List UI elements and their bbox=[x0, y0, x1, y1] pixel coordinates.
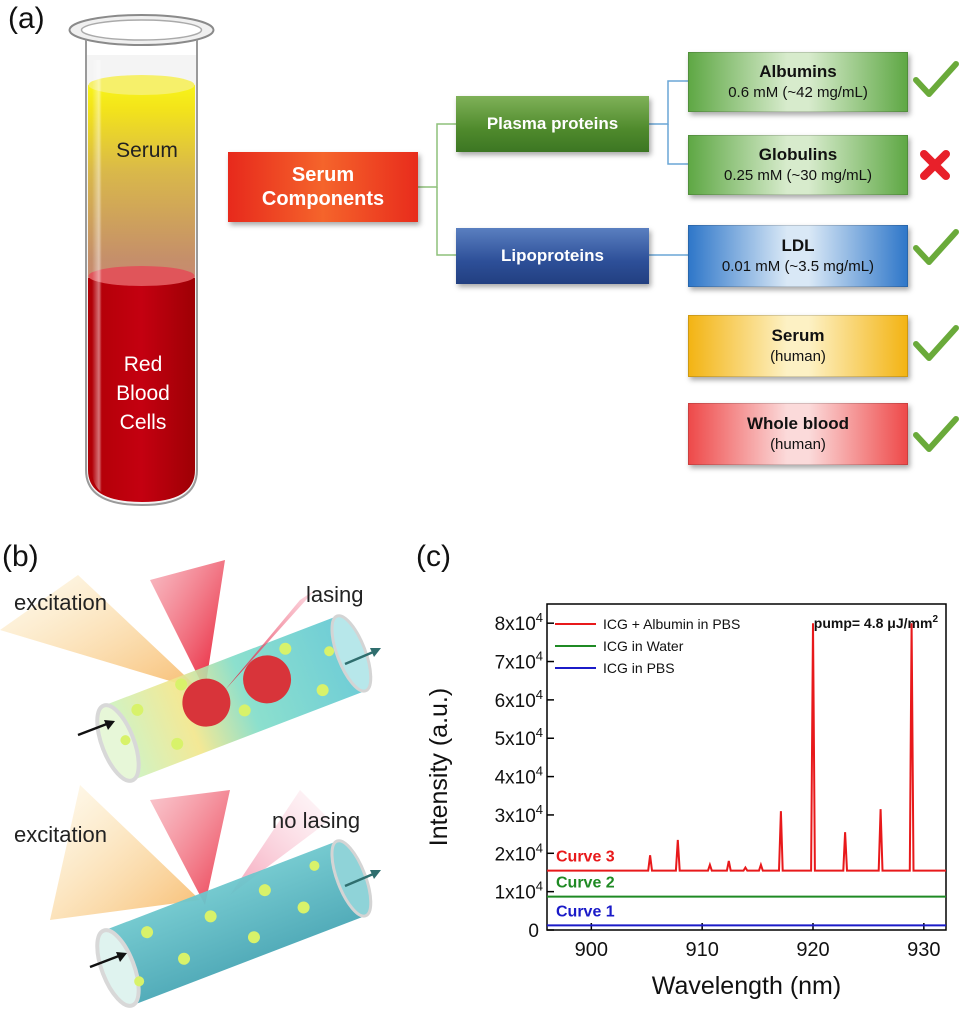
result-name: Serum bbox=[771, 326, 825, 345]
y-tick-label: 5x104 bbox=[495, 725, 543, 750]
excitation-label-top: excitation bbox=[14, 590, 107, 615]
serum-components-line2: Components bbox=[261, 188, 385, 210]
globulins-box: Globulins 0.25 mM (~30 mg/mL) bbox=[688, 135, 908, 195]
legend-entry: ICG in PBS bbox=[603, 660, 675, 676]
x-tick-label: 900 bbox=[575, 939, 608, 961]
result-name: Albumins bbox=[759, 62, 837, 81]
y-tick-label: 7x104 bbox=[495, 649, 543, 674]
lasing-label: lasing bbox=[306, 582, 364, 607]
cross-icon bbox=[920, 150, 950, 180]
excitation-beam bbox=[50, 785, 200, 920]
bottom-cylinder bbox=[95, 839, 373, 1008]
plasma-connectors bbox=[649, 80, 688, 256]
excitation-label-bottom: excitation bbox=[14, 822, 107, 847]
legend-entry: ICG + Albumin in PBS bbox=[603, 616, 740, 632]
y-tick-label: 3x104 bbox=[495, 802, 543, 827]
whole-blood-box: Whole blood (human) bbox=[688, 403, 908, 465]
result-concentration: 0.6 mM (~42 mg/mL) bbox=[728, 84, 868, 101]
plot-frame bbox=[546, 603, 947, 931]
panel-label-c: (c) bbox=[416, 540, 451, 573]
plasma-proteins-box: Plasma proteins bbox=[456, 96, 649, 152]
ldl-box: LDL 0.01 mM (~3.5 mg/mL) bbox=[688, 225, 908, 287]
y-tick-label: 0 bbox=[528, 921, 539, 942]
albumins-box: Albumins 0.6 mM (~42 mg/mL) bbox=[688, 52, 908, 112]
curve-label: Curve 3 bbox=[556, 849, 615, 866]
pump-annotation: pump= 4.8 μJ/mm2 bbox=[814, 614, 939, 631]
tube-rbc-line2: Blood bbox=[116, 382, 170, 405]
panel-label-a: (a) bbox=[8, 2, 45, 35]
bottom-cylinder-assembly bbox=[50, 785, 381, 1008]
result-name: Whole blood bbox=[747, 414, 849, 433]
y-axis-label: Intensity (a.u.) bbox=[425, 688, 453, 846]
curve-label: Curve 2 bbox=[556, 875, 615, 892]
y-tick-label: 1x104 bbox=[495, 879, 543, 904]
result-concentration: (human) bbox=[770, 348, 826, 365]
excitation-beam-red bbox=[150, 790, 230, 905]
tube-rbc-line1: Red bbox=[123, 353, 163, 376]
output-arrow-head bbox=[370, 870, 381, 879]
tree-connectors bbox=[418, 123, 456, 256]
top-cylinder bbox=[95, 614, 373, 783]
legend-entry: ICG in Water bbox=[603, 638, 684, 654]
faint-output-beam bbox=[230, 790, 330, 895]
check-icon bbox=[913, 416, 959, 452]
input-arrow-head bbox=[116, 952, 127, 962]
serum-components-line1: Serum bbox=[291, 164, 355, 186]
result-name: Globulins bbox=[758, 145, 838, 164]
test-tube bbox=[68, 14, 215, 507]
tube-rbc-label: Red Blood Cells bbox=[88, 350, 198, 437]
result-concentration: (human) bbox=[770, 436, 826, 453]
excitation-beam bbox=[0, 575, 200, 690]
result-name: LDL bbox=[781, 236, 815, 255]
lipoproteins-box: Lipoproteins bbox=[456, 228, 649, 284]
curve-label: Curve 1 bbox=[556, 903, 615, 920]
x-tick-label: 920 bbox=[796, 939, 829, 961]
x-tick-label: 910 bbox=[685, 939, 718, 961]
tube-serum-label: Serum bbox=[116, 139, 178, 162]
lasing-beam bbox=[225, 590, 315, 690]
excitation-beam-red bbox=[150, 560, 225, 690]
y-tick-label: 2x104 bbox=[495, 840, 543, 865]
x-axis-label: Wavelength (nm) bbox=[652, 972, 841, 1000]
serum-human-box: Serum (human) bbox=[688, 315, 908, 377]
lipoproteins-label: Lipoproteins bbox=[501, 246, 604, 265]
no-lasing-label: no lasing bbox=[272, 808, 361, 833]
tube-rbc-line3: Cells bbox=[119, 411, 167, 434]
result-concentration: 0.01 mM (~3.5 mg/mL) bbox=[721, 258, 875, 275]
output-arrow-head bbox=[370, 648, 381, 657]
x-tick-label: 930 bbox=[907, 939, 940, 961]
check-icon bbox=[913, 325, 959, 361]
panel-label-b: (b) bbox=[2, 540, 39, 573]
input-arrow-head bbox=[104, 720, 115, 730]
check-icon bbox=[913, 229, 959, 265]
y-tick-label: 8x104 bbox=[495, 610, 543, 635]
y-tick-label: 4x104 bbox=[495, 764, 543, 789]
serum-components-box: Serum Components bbox=[228, 152, 418, 222]
top-cylinder-assembly bbox=[0, 560, 381, 783]
result-concentration: 0.25 mM (~30 mg/mL) bbox=[724, 167, 872, 184]
y-tick-label: 6x104 bbox=[495, 687, 543, 712]
series-line-1 bbox=[547, 623, 946, 872]
check-icon bbox=[913, 61, 959, 97]
plasma-proteins-label: Plasma proteins bbox=[486, 114, 619, 133]
